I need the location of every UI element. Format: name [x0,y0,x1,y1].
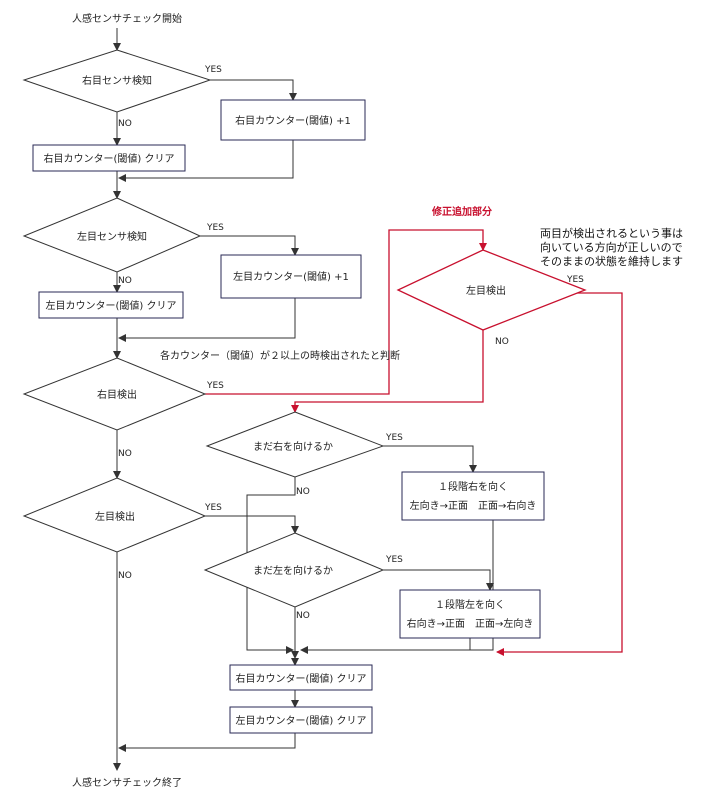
decision-right-detect: 右目検出 [22,357,207,431]
no-label: NO [495,337,509,347]
yes-label: YES [385,555,403,565]
no-label: NO [118,571,132,581]
process-right-clear-label: 右目カウンター(閾値) クリア [44,152,175,165]
yes-label: YES [206,381,224,391]
process-right-clear: 右目カウンター(閾値) クリア [32,144,186,172]
added-section-label: 修正追加部分 [431,205,492,218]
process-turn-right: １段階右を向く 左向き→正面 正面→右向き [401,471,545,521]
process-final-left-clear: 左目カウンター(閾値) クリア [229,706,373,734]
process-turn-right-sub: 左向き→正面 正面→右向き [410,499,537,512]
no-label: NO [118,449,132,459]
process-turn-left-title: １段階左を向く [435,598,505,611]
process-right-inc: 右目カウンター(閾値) +1 [220,99,366,141]
no-label: NO [296,611,310,621]
process-left-clear-label: 左目カウンター(閾値) クリア [46,299,177,312]
yes-label: YES [204,503,222,513]
decision-left-detect-added-label: 左目検出 [466,284,506,297]
decision-can-right-label: まだ右を向けるか [253,440,333,453]
process-left-clear: 左目カウンター(閾値) クリア [38,291,184,319]
process-right-inc-label: 右目カウンター(閾値) +1 [235,114,351,127]
yes-label: YES [206,223,224,233]
decision-can-right: まだ右を向けるか [205,411,385,478]
both-eyes-note-line1: 両目が検出されるという事は [540,226,683,240]
no-label: NO [118,119,132,129]
decision-left-sensor-label: 左目センサ検知 [77,230,147,243]
process-left-inc-label: 左目カウンター(閾値) +1 [233,270,349,283]
yes-label: YES [566,275,584,285]
decision-right-detect-label: 右目検出 [97,388,137,401]
yes-label: YES [385,433,403,443]
decision-can-left-label: まだ左を向けるか [253,564,333,577]
both-eyes-note-line3: そのままの状態を維持します [540,254,683,268]
process-turn-left-sub: 右向き→正面 正面→左向き [407,617,534,630]
decision-left-detect: 左目検出 [22,477,207,553]
decision-left-detect-label: 左目検出 [95,510,135,523]
added-connectors [205,229,623,656]
no-label: NO [118,276,132,286]
process-final-left-clear-label: 左目カウンター(閾値) クリア [236,714,367,727]
decision-left-sensor: 左目センサ検知 [22,197,202,273]
decision-right-sensor: 右目センサ検知 [22,49,212,113]
count-note: 各カウンター（閾値）が２以上の時検出されたと判断 [160,349,400,362]
process-turn-left: １段階左を向く 右向き→正面 正面→左向き [399,589,541,639]
process-final-right-clear-label: 右目カウンター(閾値) クリア [236,672,367,685]
decision-can-left: まだ左を向けるか [203,532,385,608]
connectors [113,28,494,771]
decision-left-detect-added: 左目検出 [396,249,587,331]
end-label: 人感センサチェック終了 [72,776,182,789]
both-eyes-note-line2: 向いている方向が正しいので [540,240,683,254]
process-turn-right-title: １段階右を向く [438,480,508,493]
no-label: NO [296,487,310,497]
decision-right-sensor-label: 右目センサ検知 [82,74,152,87]
process-left-inc: 左目カウンター(閾値) +1 [220,254,362,299]
yes-label: YES [204,65,222,75]
start-label: 人感センサチェック開始 [72,12,182,25]
process-final-right-clear: 右目カウンター(閾値) クリア [229,664,373,691]
